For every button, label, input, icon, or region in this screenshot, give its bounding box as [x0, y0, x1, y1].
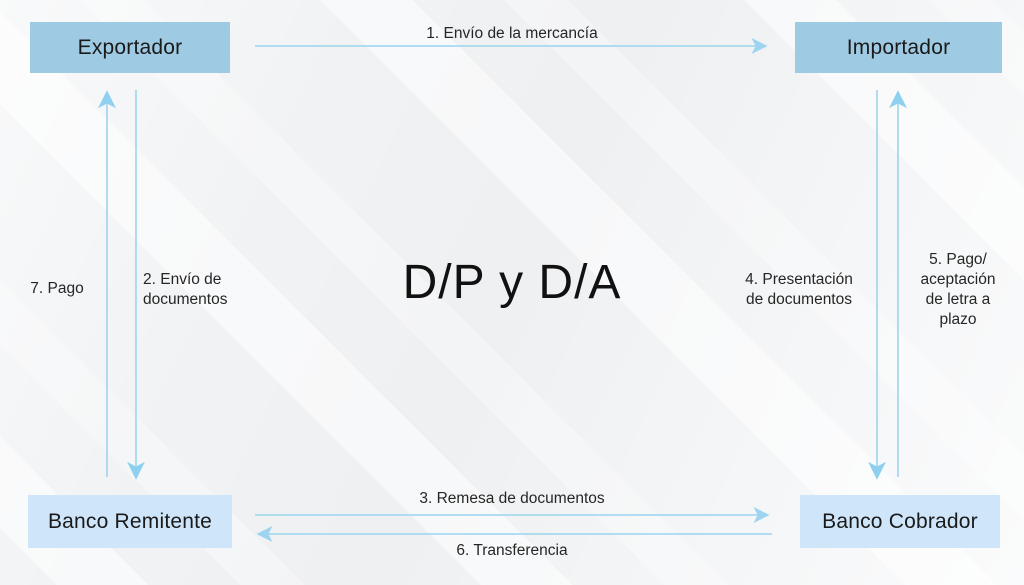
- flow-label-6: 6. Transferencia: [456, 542, 568, 559]
- node-banco-remitente-label: Banco Remitente: [47, 509, 213, 533]
- node-banco-cobrador[interactable]: Banco Cobrador: [800, 495, 1000, 548]
- node-banco-cobrador-label: Banco Cobrador: [822, 509, 978, 533]
- flow-label-3: 3. Remesa de documentos: [419, 490, 605, 507]
- node-importador-label: Importador: [846, 35, 951, 59]
- flow-label-7: 7. Pago: [30, 280, 84, 297]
- node-banco-remitente[interactable]: Banco Remitente: [28, 495, 232, 548]
- flow-label-1: 1. Envío de la mercancía: [426, 25, 598, 42]
- flow-label-2: 2. Envío de documentos: [143, 271, 228, 308]
- flow-label-5: 5. Pago/ aceptación de letra a plazo: [920, 251, 996, 328]
- node-importador[interactable]: Importador: [795, 22, 1002, 73]
- node-exportador[interactable]: Exportador: [30, 22, 230, 73]
- flow-label-4: 4. Presentación de documentos: [745, 271, 853, 308]
- node-exportador-label: Exportador: [77, 35, 183, 59]
- diagram-title: D/P y D/A: [402, 256, 622, 309]
